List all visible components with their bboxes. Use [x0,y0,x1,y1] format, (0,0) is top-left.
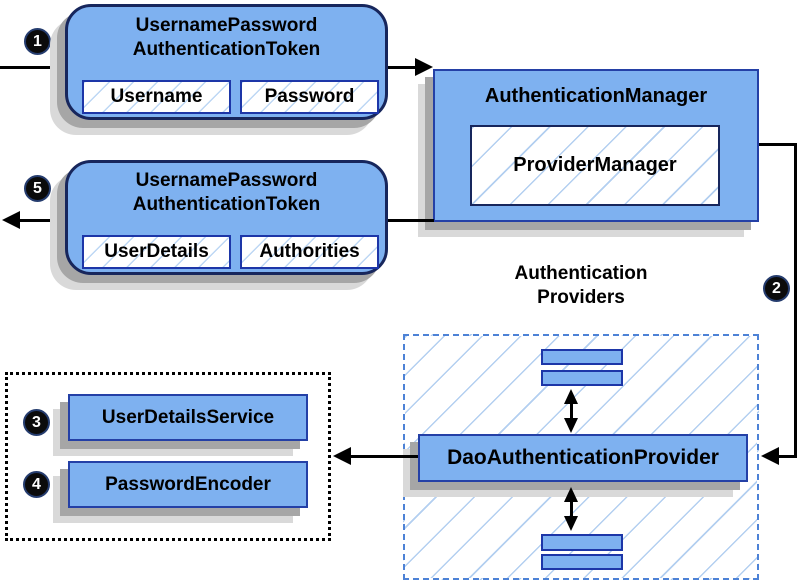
provider-manager-box: ProviderManager [470,125,720,206]
authorities-field-label: Authorities [259,241,360,262]
dao-to-services-line [350,455,418,458]
provider-stack-bottom-bar1 [541,534,623,551]
authentication-manager-box: AuthenticationManager ProviderManager [433,69,759,222]
step-1-number: 1 [33,32,42,50]
provider-stack-bottom-bar2 [541,554,623,570]
top-double-arrow-line [570,402,573,419]
dao-authentication-provider-box: DaoAuthenticationProvider [418,434,748,482]
services-dotted-box [5,372,331,541]
result-token-title-line2: AuthenticationToken [132,194,321,215]
authorities-field-box: Authorities [240,235,379,269]
step-5-badge: 5 [24,175,51,202]
password-field-label: Password [264,86,355,107]
result-token-title-line1: UsernamePassword [135,170,318,191]
request-token-title: UsernamePassword AuthenticationToken [68,14,385,62]
step-4-number: 4 [32,475,41,493]
authentication-manager-title: AuthenticationManager [484,85,708,107]
into-dao-line [778,455,797,458]
step-3-badge: 3 [23,409,50,436]
provider-stack-top-bar1 [541,349,623,365]
request-token-box: UsernamePassword AuthenticationToken Use… [65,4,388,120]
authentication-providers-label-line2: Providers [537,287,625,308]
bottom-double-arrow-up-icon [564,487,578,502]
request-token-title-line2: AuthenticationToken [132,39,321,60]
manager-to-result-line [388,219,434,222]
password-encoder-label: PasswordEncoder [105,473,271,495]
into-dao-arrowhead-icon [761,447,779,465]
step-1-badge: 1 [24,28,51,55]
step-5-number: 5 [33,179,42,197]
step-4-badge: 4 [23,471,50,498]
step-2-badge: 2 [763,275,790,302]
result-token-title: UsernamePassword AuthenticationToken [68,169,385,217]
request-token-title-line1: UsernamePassword [135,15,318,36]
request-to-manager-arrowhead-icon [415,58,433,76]
username-field-label: Username [110,86,203,107]
result-out-arrowhead-icon [2,211,20,229]
step-3-number: 3 [32,413,41,431]
bottom-double-arrow-line [570,500,573,517]
dao-to-services-arrowhead-icon [333,447,351,465]
request-to-manager-line [388,66,418,69]
provider-manager-label: ProviderManager [513,154,677,176]
provider-stack-top-bar2 [541,370,623,386]
authentication-providers-label-line1: Authentication [514,263,648,284]
user-details-service-label: UserDetailsService [101,406,275,428]
dao-authentication-provider-label: DaoAuthenticationProvider [447,446,719,469]
step-2-number: 2 [772,279,781,297]
user-details-service-box: UserDetailsService [68,394,308,441]
top-double-arrow-up-icon [564,389,578,404]
password-field-box: Password [240,80,379,114]
authentication-providers-label: Authentication Providers [481,262,681,310]
username-field-box: Username [82,80,231,114]
request-in-line [0,66,68,69]
userdetails-field-box: UserDetails [82,235,231,269]
top-double-arrow-down-icon [564,418,578,433]
manager-down-line [794,143,797,458]
bottom-double-arrow-down-icon [564,516,578,531]
result-out-line [18,219,65,222]
password-encoder-box: PasswordEncoder [68,461,308,508]
result-token-box: UsernamePassword AuthenticationToken Use… [65,160,388,275]
manager-out-line [759,143,797,146]
userdetails-field-label: UserDetails [104,241,209,262]
